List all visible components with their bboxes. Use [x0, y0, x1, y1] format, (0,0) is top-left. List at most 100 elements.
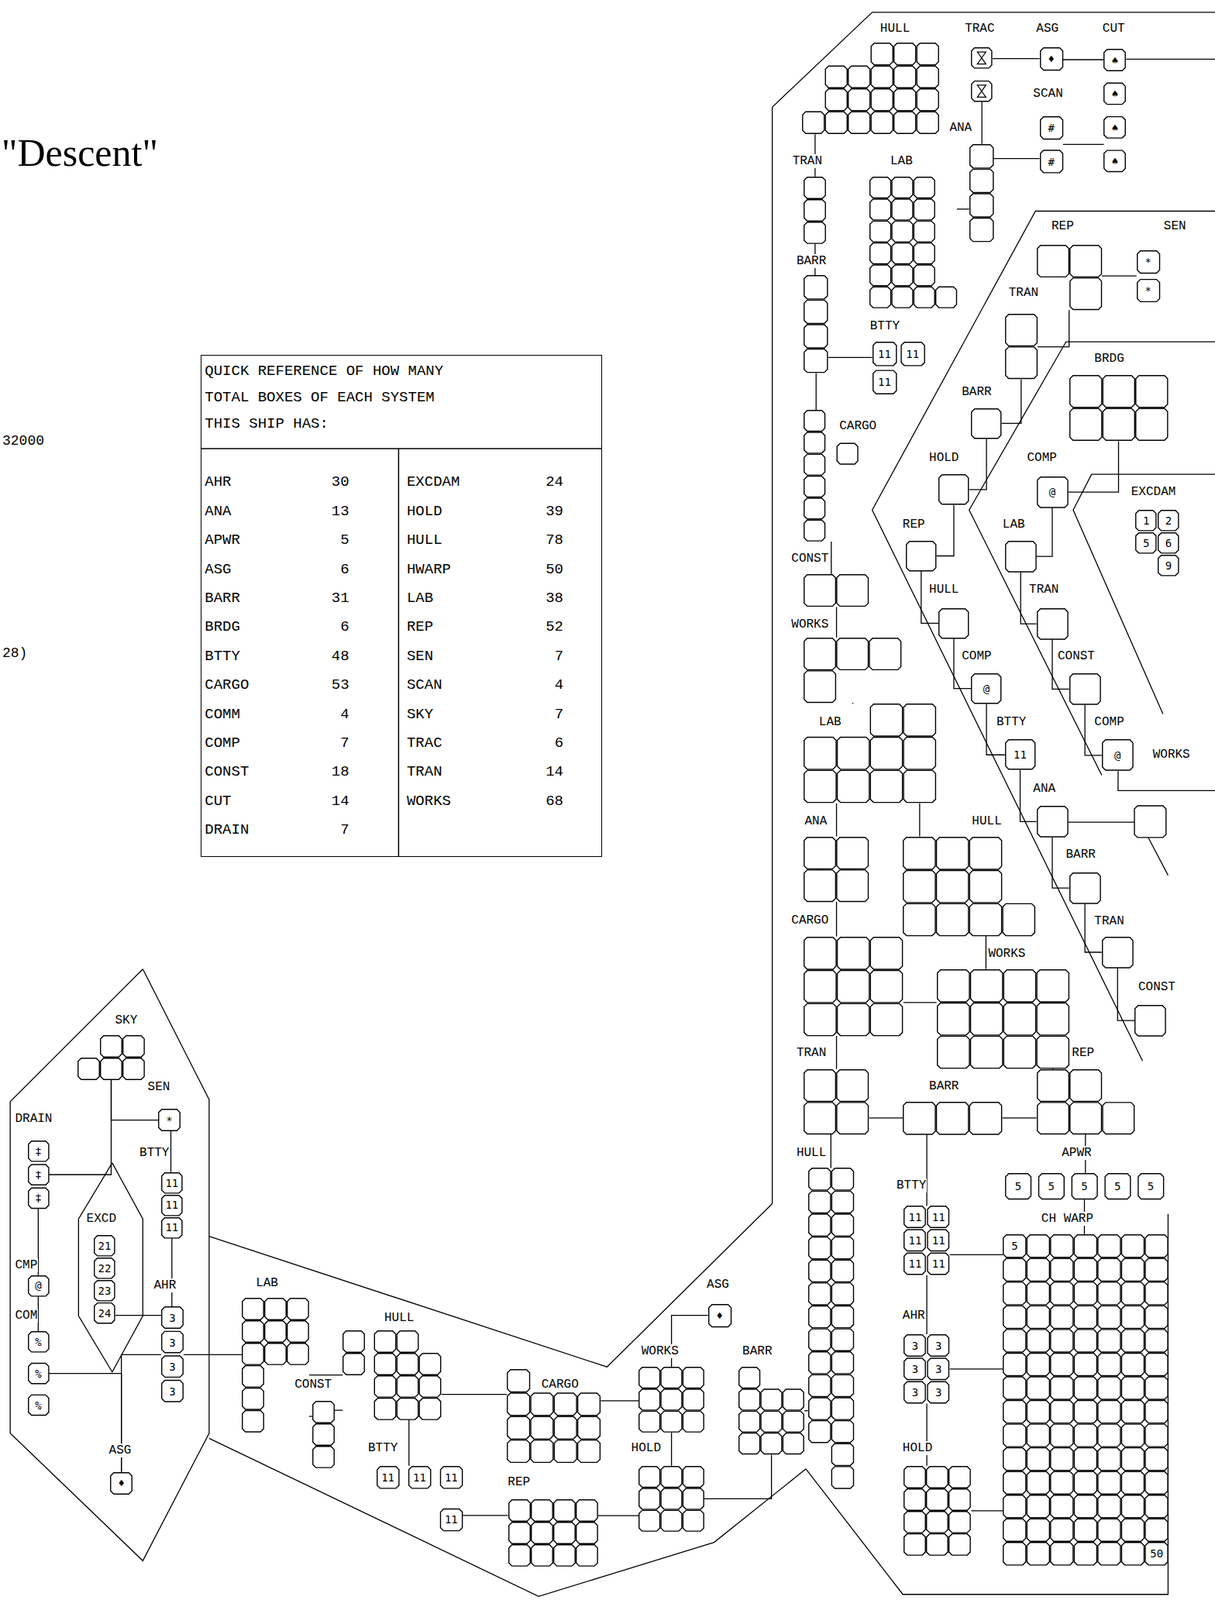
- connector-line: [969, 438, 987, 490]
- connector-line: [1067, 441, 1119, 493]
- side-label: 32000: [2, 432, 45, 450]
- system-boxes: [803, 637, 902, 703]
- table-cell: HWARP: [406, 561, 451, 579]
- box-value: 9: [1157, 554, 1180, 577]
- system-boxes: [312, 1400, 335, 1469]
- connector-line: [830, 1134, 832, 1168]
- connector-line: [993, 158, 1040, 159]
- box-value: 11: [927, 1228, 950, 1252]
- table-cell: 48: [331, 647, 350, 665]
- table-cell: AHR: [204, 473, 231, 491]
- system-boxes: [869, 176, 957, 309]
- system-boxes: [803, 574, 869, 607]
- connector-line: [309, 1374, 343, 1376]
- system-label: BARR: [795, 254, 827, 269]
- box-value: 3: [161, 1331, 184, 1354]
- connector-line: [1117, 967, 1135, 1021]
- table-cell: HULL: [406, 531, 443, 549]
- system-group: CUT♠♠♠♠: [1103, 48, 1126, 173]
- table-cell: CONST: [204, 763, 249, 781]
- system-boxes: [803, 1069, 869, 1135]
- system-group: REP: [905, 540, 937, 572]
- system-group: AHR3333: [161, 1306, 184, 1403]
- box-value: ♦: [110, 1472, 133, 1495]
- connector-line: [925, 1404, 927, 1467]
- system-group: BTTY11111111: [376, 1466, 463, 1532]
- system-label: CARGO: [790, 913, 830, 928]
- outline-line: [10, 969, 210, 1562]
- box-value: *: [1136, 278, 1160, 302]
- table-cell: CUT: [204, 792, 231, 810]
- table-cell: 5: [340, 531, 349, 549]
- system-group: LAB: [241, 1297, 310, 1433]
- table-cell: 50: [545, 561, 564, 579]
- connector-line: [115, 1314, 162, 1316]
- system-group: COMP@: [970, 673, 1002, 704]
- system-label: BARR: [928, 1079, 960, 1094]
- box-value: 5: [1137, 1173, 1164, 1200]
- outline-line: [1118, 770, 1215, 791]
- box-value: 11: [161, 1172, 183, 1195]
- connector-line: [836, 606, 837, 638]
- system-boxes: [1036, 805, 1069, 838]
- connector-line: [986, 703, 1006, 755]
- system-boxes: [903, 1466, 971, 1556]
- system-group: HULL: [808, 1167, 854, 1490]
- system-label: HULL: [928, 582, 960, 597]
- system-boxes: [1036, 1069, 1135, 1135]
- system-group: BTTY111111: [872, 341, 926, 395]
- system-group: HULL: [902, 836, 1036, 937]
- table-cell: BRDG: [204, 618, 241, 636]
- system-label: BTTY: [367, 1441, 399, 1456]
- system-boxes: [738, 1366, 805, 1455]
- box-value: 11: [927, 1252, 950, 1276]
- system-boxes: [1069, 872, 1102, 905]
- box-value: 3: [927, 1357, 950, 1381]
- system-boxes: [803, 275, 829, 373]
- table-cell: 4: [554, 676, 564, 694]
- system-boxes: [803, 836, 869, 902]
- box-value: 3: [927, 1381, 950, 1405]
- box-value: *: [158, 1108, 181, 1132]
- box-value: *: [1136, 250, 1160, 274]
- system-label: COMP: [960, 649, 992, 664]
- connector-line: [1037, 309, 1070, 347]
- system-label: BTTY: [138, 1146, 170, 1160]
- system-label: TRAN: [1008, 285, 1040, 300]
- box-value: 11: [872, 369, 898, 395]
- connector-line: [1101, 275, 1137, 276]
- system-group: COMP@: [1101, 739, 1134, 771]
- system-label: TRAN: [795, 1046, 827, 1061]
- table-cell: 39: [545, 502, 564, 520]
- system-group: BTTY11: [1005, 739, 1036, 770]
- connector-line: [956, 208, 970, 210]
- system-label: CUT: [1101, 21, 1126, 36]
- box-value: 3: [161, 1306, 184, 1329]
- table-cell: 78: [545, 531, 564, 549]
- system-label: ANA: [948, 120, 973, 135]
- system-label: SKY: [113, 1013, 138, 1028]
- connector-line: [1036, 508, 1053, 558]
- table-cell: APWR: [204, 531, 241, 549]
- system-group: APWR55555: [1005, 1173, 1164, 1200]
- connector-line: [925, 1275, 927, 1335]
- box-value: 11: [408, 1466, 432, 1490]
- box-value: ‡: [27, 1140, 50, 1163]
- system-group: REP: [1036, 244, 1102, 310]
- table-cell: 24: [545, 473, 564, 491]
- system-label: HOLD: [928, 450, 960, 465]
- box-value: 11: [440, 1508, 464, 1532]
- box-value: %: [27, 1363, 50, 1385]
- system-group: BRDG: [1069, 375, 1169, 441]
- system-group: BARR: [1069, 872, 1102, 905]
- system-group: ASG♦: [708, 1304, 732, 1328]
- system-group: ASG♦: [1039, 47, 1064, 71]
- system-boxes: [638, 1466, 705, 1532]
- table-cell: DRAIN: [204, 821, 249, 839]
- connector-line: [1001, 379, 1022, 424]
- system-label: CMP: [13, 1258, 38, 1273]
- system-group: TRAN: [1005, 313, 1038, 379]
- outline-line: [772, 12, 1215, 1205]
- box-value: 3: [903, 1334, 926, 1357]
